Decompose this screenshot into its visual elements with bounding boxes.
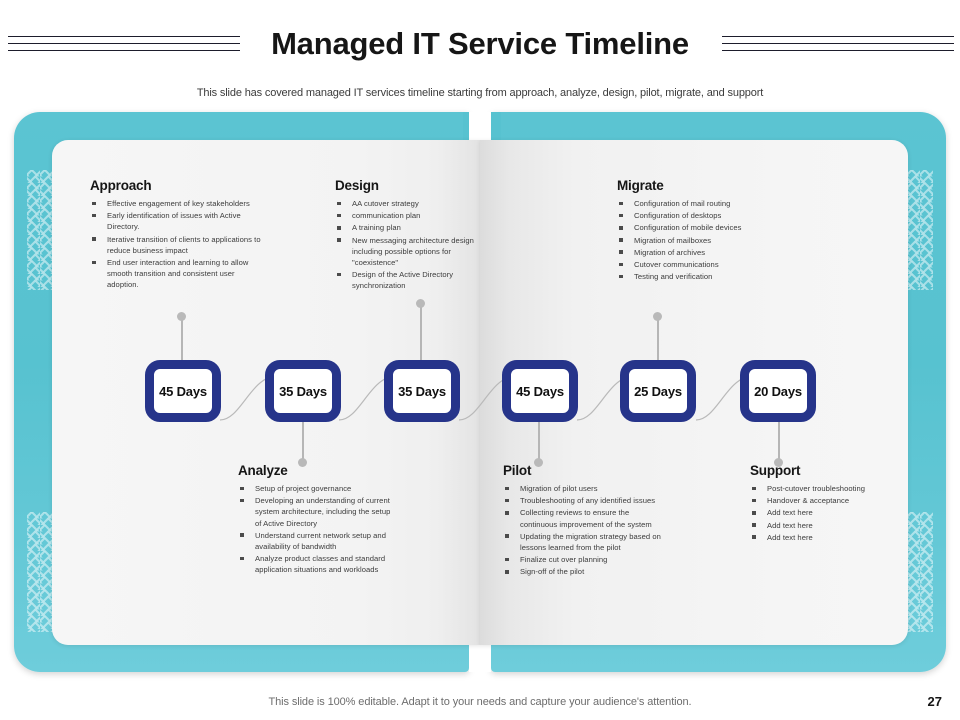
section-title-analyze: Analyze (238, 463, 288, 478)
slide-header (0, 0, 960, 80)
section-list-analyze: Setup of project governance Developing a… (238, 483, 398, 576)
list-item: Early identification of issues with Acti… (90, 210, 268, 232)
section-list-design: AA cutover strategy communication plan A… (335, 198, 485, 292)
connector-line-support (778, 422, 780, 464)
page-subtitle: This slide has covered managed IT servic… (196, 87, 764, 99)
milestone-label: 45 Days (516, 383, 564, 399)
section-list-approach: Effective engagement of key stakeholders… (90, 198, 268, 291)
zigzag-pattern-icon (907, 512, 933, 632)
milestone-box-6[interactable]: 20 Days (740, 360, 816, 422)
milestone-label: 20 Days (754, 383, 802, 399)
list-item: A training plan (335, 222, 485, 233)
list-item: Finalize cut over planning (503, 554, 663, 565)
list-item: Effective engagement of key stakeholders (90, 198, 268, 209)
list-item: Add text here (750, 520, 900, 531)
section-title-approach: Approach (90, 178, 152, 193)
section-title-pilot: Pilot (503, 463, 532, 478)
list-item: Testing and verification (617, 271, 802, 282)
milestone-box-2[interactable]: 35 Days (265, 360, 341, 422)
connector-line-design (420, 305, 422, 362)
section-title-support: Support (750, 463, 801, 478)
section-approach: Approach Effective engagement of key sta… (90, 178, 268, 292)
list-item: Understand current network setup and ava… (238, 530, 398, 552)
list-item: Iterative transition of clients to appli… (90, 234, 268, 256)
milestone-box-4[interactable]: 45 Days (502, 360, 578, 422)
connector-dot-design (416, 299, 425, 308)
list-item: communication plan (335, 210, 485, 221)
section-list-pilot: Migration of pilot users Troubleshooting… (503, 483, 663, 578)
footer-note: This slide is 100% editable. Adapt it to… (268, 696, 692, 708)
milestone-box-5[interactable]: 25 Days (620, 360, 696, 422)
section-pilot: Pilot Migration of pilot users Troublesh… (503, 463, 663, 579)
title-rule-left (8, 36, 240, 58)
section-title-migrate: Migrate (617, 178, 664, 193)
section-design: Design AA cutover strategy communication… (335, 178, 485, 293)
list-item: End user interaction and learning to all… (90, 257, 268, 291)
connector-dot-pilot (534, 458, 543, 467)
zigzag-pattern-icon (907, 170, 933, 290)
connector-line-migrate (657, 318, 659, 362)
list-item: AA cutover strategy (335, 198, 485, 209)
list-item: Updating the migration strategy based on… (503, 531, 663, 553)
milestone-label: 25 Days (634, 383, 682, 399)
zigzag-pattern-icon (27, 170, 53, 290)
list-item: Sign-off of the pilot (503, 566, 663, 577)
list-item: Post-cutover troubleshooting (750, 483, 900, 494)
list-item: Developing an understanding of current s… (238, 495, 398, 529)
list-item: Configuration of mobile devices (617, 222, 802, 233)
milestone-box-1[interactable]: 45 Days (145, 360, 221, 422)
connector-line-pilot (538, 422, 540, 464)
list-item: Configuration of desktops (617, 210, 802, 221)
list-item: Migration of pilot users (503, 483, 663, 494)
list-item: Design of the Active Directory synchroni… (335, 269, 485, 291)
milestone-label: 35 Days (398, 383, 446, 399)
title-rule-right (722, 36, 954, 58)
milestone-label: 35 Days (279, 383, 327, 399)
list-item: Setup of project governance (238, 483, 398, 494)
list-item: Handover & acceptance (750, 495, 900, 506)
connector-dot-analyze (298, 458, 307, 467)
list-item: Add text here (750, 532, 900, 543)
list-item: Troubleshooting of any identified issues (503, 495, 663, 506)
section-support: Support Post-cutover troubleshooting Han… (750, 463, 900, 544)
connector-dot-migrate (653, 312, 662, 321)
section-title-design: Design (335, 178, 379, 193)
milestone-box-3[interactable]: 35 Days (384, 360, 460, 422)
page-title: Managed IT Service Timeline (271, 26, 689, 61)
list-item: New messaging architecture design includ… (335, 235, 485, 269)
zigzag-pattern-icon (27, 512, 53, 632)
connector-line-approach (181, 318, 183, 362)
list-item: Migration of archives (617, 247, 802, 258)
section-list-support: Post-cutover troubleshooting Handover & … (750, 483, 900, 543)
list-item: Cutover communications (617, 259, 802, 270)
connector-dot-support (774, 458, 783, 467)
section-migrate: Migrate Configuration of mail routing Co… (617, 178, 802, 283)
section-list-migrate: Configuration of mail routing Configurat… (617, 198, 802, 282)
milestone-label: 45 Days (159, 383, 207, 399)
list-item: Analyze product classes and standard app… (238, 553, 398, 575)
page-number: 27 (927, 694, 942, 709)
connector-line-analyze (302, 422, 304, 464)
list-item: Collecting reviews to ensure the continu… (503, 507, 663, 529)
section-analyze: Analyze Setup of project governance Deve… (238, 463, 398, 577)
list-item: Configuration of mail routing (617, 198, 802, 209)
list-item: Add text here (750, 507, 900, 518)
list-item: Migration of mailboxes (617, 235, 802, 246)
connector-dot-approach (177, 312, 186, 321)
